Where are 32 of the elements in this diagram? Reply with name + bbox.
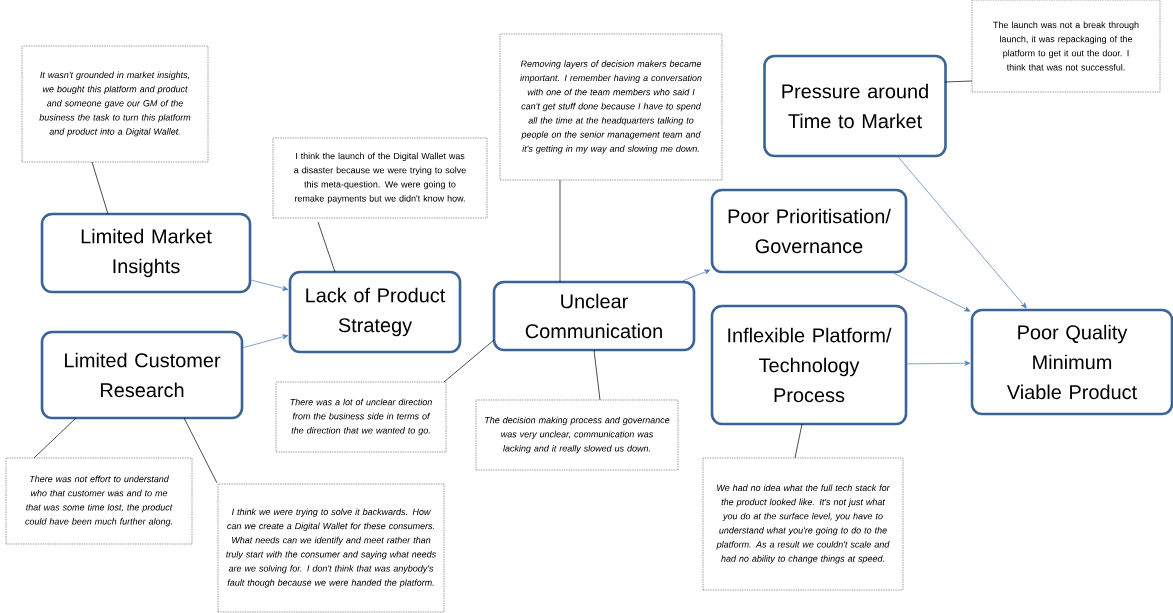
- leader-line: [443, 339, 495, 383]
- leader-line: [794, 423, 803, 459]
- arrow: [893, 272, 971, 312]
- cause-box: Poor Prioritisation/ Governance: [710, 188, 908, 274]
- leader-line: [91, 161, 109, 215]
- cause-box: Poor Quality Minimum Viable Product: [970, 308, 1173, 416]
- leader-line: [593, 349, 601, 401]
- cause-box: Lack of Product Strategy: [288, 270, 462, 354]
- cause-box: Pressure around Time to Market: [763, 54, 947, 158]
- quote-box: The launch was not a break through launch, it was repackaging of the platform to get it out the door. I think that was not successful.: [971, 0, 1161, 93]
- quote-box: There was not effort to understand who that customer was and to me that was some time lost, the product could have been much further along.: [5, 457, 193, 545]
- quote-box: Removing layers of decision makers became important. I remember having a conversation with one of the team members who said I can't get stuff done because I have to spend all the time at the headquarters talking to people on the senior management team and it's getting in my way and slowing me down.: [499, 33, 723, 181]
- arrow: [906, 360, 971, 366]
- quote-box: It wasn't grounded in market insights, we bought this platform and product and someone gave our GM of the business the task to turn this platform and product into a Digital Wallet.: [21, 45, 209, 163]
- quote-box: We had no idea what the full tech stack for the product looked like. It's not just what you do at the surface level, you have to understand what you're going to do to the platform. As a result we couldn't scale and had no ability to change things at speed.: [702, 457, 904, 591]
- quote-box: The decision making process and governance was very unclear, communication was lacking and it really slowed us down.: [475, 399, 679, 471]
- leader-line: [559, 179, 561, 283]
- cause-box: Limited Customer Research: [40, 330, 244, 420]
- quote-box: I think the launch of the Digital Wallet was a disaster because we were trying to solve this meta-question. We were going to remake payments but we didn't know how.: [272, 137, 488, 219]
- cause-box: Unclear Communication: [492, 280, 696, 352]
- arrow: [250, 279, 289, 291]
- cause-box: Limited Market Insights: [40, 212, 252, 294]
- quote-box: I think we were trying to solve it backwards. How can we create a Digital Wallet for these consumers. What needs can we identify and meet rather than truly start with the consumer and saying what needs are we solving for. I don't think that was anybody's fault though because we were handed the platform.: [217, 483, 445, 613]
- leader-line: [317, 221, 336, 273]
- quote-box: There was a lot of unclear direction from the business side in terms of the direction that we wanted to go.: [275, 381, 447, 453]
- cause-box: Inflexible Platform/ Technology Process: [710, 304, 908, 426]
- arrow: [898, 156, 1027, 309]
- leader-line: [944, 80, 973, 83]
- arrow: [242, 334, 289, 348]
- leader-line: [183, 417, 218, 484]
- arrow: [682, 269, 711, 282]
- leader-line: [33, 417, 77, 459]
